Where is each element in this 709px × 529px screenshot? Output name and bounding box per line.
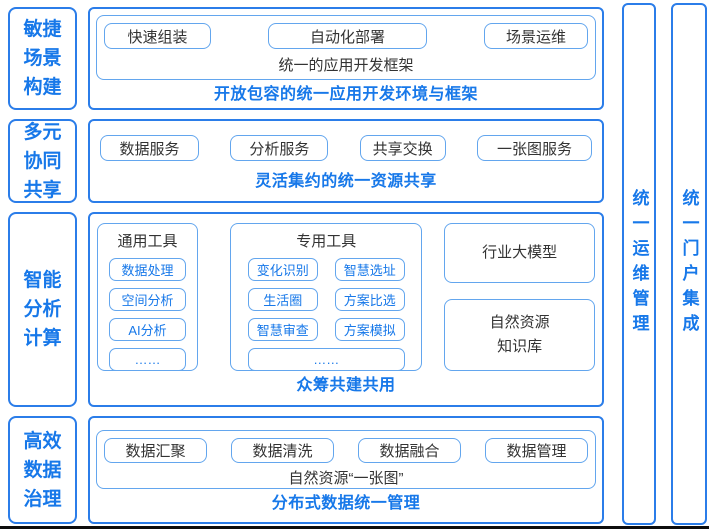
row3-caption: 众筹共建共用 — [296, 377, 396, 394]
vbar-unified-portal-integration: 统一门户集成 — [671, 3, 707, 525]
main-column: 快速组装 自动化部署 场景运维 统一的应用开发框架 开放包容的统一应用开发环境与… — [88, 7, 604, 525]
natural-resources-one-map-label: 自然资源“一张图” — [288, 470, 404, 487]
sidebar-column: 敏捷场景构建 多元协同共享 智能分析计算 高效数据治理 — [8, 7, 77, 525]
chip-scenario-operations: 场景运维 — [484, 23, 588, 49]
chip-data-service: 数据服务 — [100, 135, 199, 161]
sidebar-item-efficient-data-governance: 高效数据治理 — [8, 416, 77, 524]
chip-general-tools-more: …… — [109, 348, 187, 371]
chip-automated-deployment: 自动化部署 — [268, 23, 427, 49]
natural-resources-one-map-box: 数据汇聚 数据清洗 数据融合 数据管理 自然资源“一张图” — [96, 430, 596, 489]
vbar-unified-ops-management: 统一运维管理 — [622, 3, 656, 525]
chip-living-circle: 生活圈 — [247, 288, 318, 311]
natural-resources-knowledge-base-box: 自然资源 知识库 — [444, 299, 595, 371]
chip-data-processing: 数据处理 — [109, 258, 187, 281]
row-intelligent-analysis-computing: 通用工具 数据处理 空间分析 AI分析 …… 专用工具 变化识别 智慧选址 生活… — [88, 212, 604, 407]
chip-smart-site-selection: 智慧选址 — [334, 258, 405, 281]
chip-special-tools-more: …… — [247, 348, 405, 371]
unified-app-dev-framework-label: 统一的应用开发框架 — [278, 57, 414, 74]
chip-ai-analysis: AI分析 — [109, 318, 187, 341]
vbar-unified-ops-management-label: 统一运维管理 — [629, 189, 649, 339]
general-tools-box: 通用工具 数据处理 空间分析 AI分析 …… — [97, 223, 199, 371]
sidebar-item-multi-collaborative-sharing: 多元协同共享 — [8, 119, 77, 203]
sidebar-item-label: 智能分析计算 — [23, 270, 62, 349]
row3-right-boxes: 行业大模型 自然资源 知识库 — [444, 223, 595, 371]
row4-caption: 分布式数据统一管理 — [271, 495, 421, 512]
special-tools-title: 专用工具 — [296, 233, 357, 250]
chip-smart-review: 智慧审查 — [247, 318, 318, 341]
chip-data-aggregation: 数据汇聚 — [104, 438, 207, 463]
row-agile-scenario-building: 快速组装 自动化部署 场景运维 统一的应用开发框架 开放包容的统一应用开发环境与… — [88, 7, 604, 110]
row2-chip-row: 数据服务 分析服务 共享交换 一张图服务 — [100, 135, 592, 161]
row4-chip-row: 数据汇聚 数据清洗 数据融合 数据管理 — [104, 438, 588, 463]
special-tools-grid: 变化识别 智慧选址 生活圈 方案比选 智慧审查 方案模拟 …… — [231, 258, 421, 371]
chip-spatial-analysis: 空间分析 — [109, 288, 187, 311]
chip-quick-assembly: 快速组装 — [104, 23, 211, 49]
row1-chip-row: 快速组装 自动化部署 场景运维 — [104, 23, 588, 49]
sidebar-item-label: 高效数据治理 — [23, 430, 62, 510]
chip-plan-simulation: 方案模拟 — [334, 318, 405, 341]
sidebar-item-label: 敏捷场景构建 — [23, 19, 62, 98]
chip-analysis-service: 分析服务 — [230, 135, 329, 161]
vbar-unified-portal-integration-label: 统一门户集成 — [679, 189, 699, 339]
sidebar-item-intelligent-analysis-computing: 智能分析计算 — [8, 212, 77, 407]
sidebar-item-label: 多元协同共享 — [23, 121, 62, 201]
chip-sharing-exchange: 共享交换 — [359, 135, 446, 161]
row2-caption: 灵活集约的统一资源共享 — [255, 173, 437, 190]
industry-large-model-box: 行业大模型 — [444, 223, 595, 283]
chip-data-fusion: 数据融合 — [358, 438, 461, 463]
general-tools-title: 通用工具 — [117, 233, 178, 250]
chip-change-detection: 变化识别 — [247, 258, 318, 281]
row-efficient-data-governance: 数据汇聚 数据清洗 数据融合 数据管理 自然资源“一张图” 分布式数据统一管理 — [88, 416, 604, 524]
chip-one-map-service: 一张图服务 — [476, 135, 592, 161]
chip-data-management: 数据管理 — [485, 438, 588, 463]
unified-app-dev-framework-box: 快速组装 自动化部署 场景运维 统一的应用开发框架 — [96, 15, 596, 80]
row3-content: 通用工具 数据处理 空间分析 AI分析 …… 专用工具 变化识别 智慧选址 生活… — [97, 223, 595, 371]
bottom-border-line — [0, 526, 709, 529]
row-multi-collaborative-sharing: 数据服务 分析服务 共享交换 一张图服务 灵活集约的统一资源共享 — [88, 119, 604, 203]
row1-caption: 开放包容的统一应用开发环境与框架 — [213, 86, 478, 103]
special-tools-box: 专用工具 变化识别 智慧选址 生活圈 方案比选 智慧审查 方案模拟 …… — [230, 223, 423, 371]
diagram-layout: 敏捷场景构建 多元协同共享 智能分析计算 高效数据治理 快速组装 自动化部署 场… — [8, 3, 707, 525]
chip-plan-comparison: 方案比选 — [334, 288, 405, 311]
sidebar-item-agile-scenario-building: 敏捷场景构建 — [8, 7, 77, 110]
chip-data-cleaning: 数据清洗 — [231, 438, 334, 463]
